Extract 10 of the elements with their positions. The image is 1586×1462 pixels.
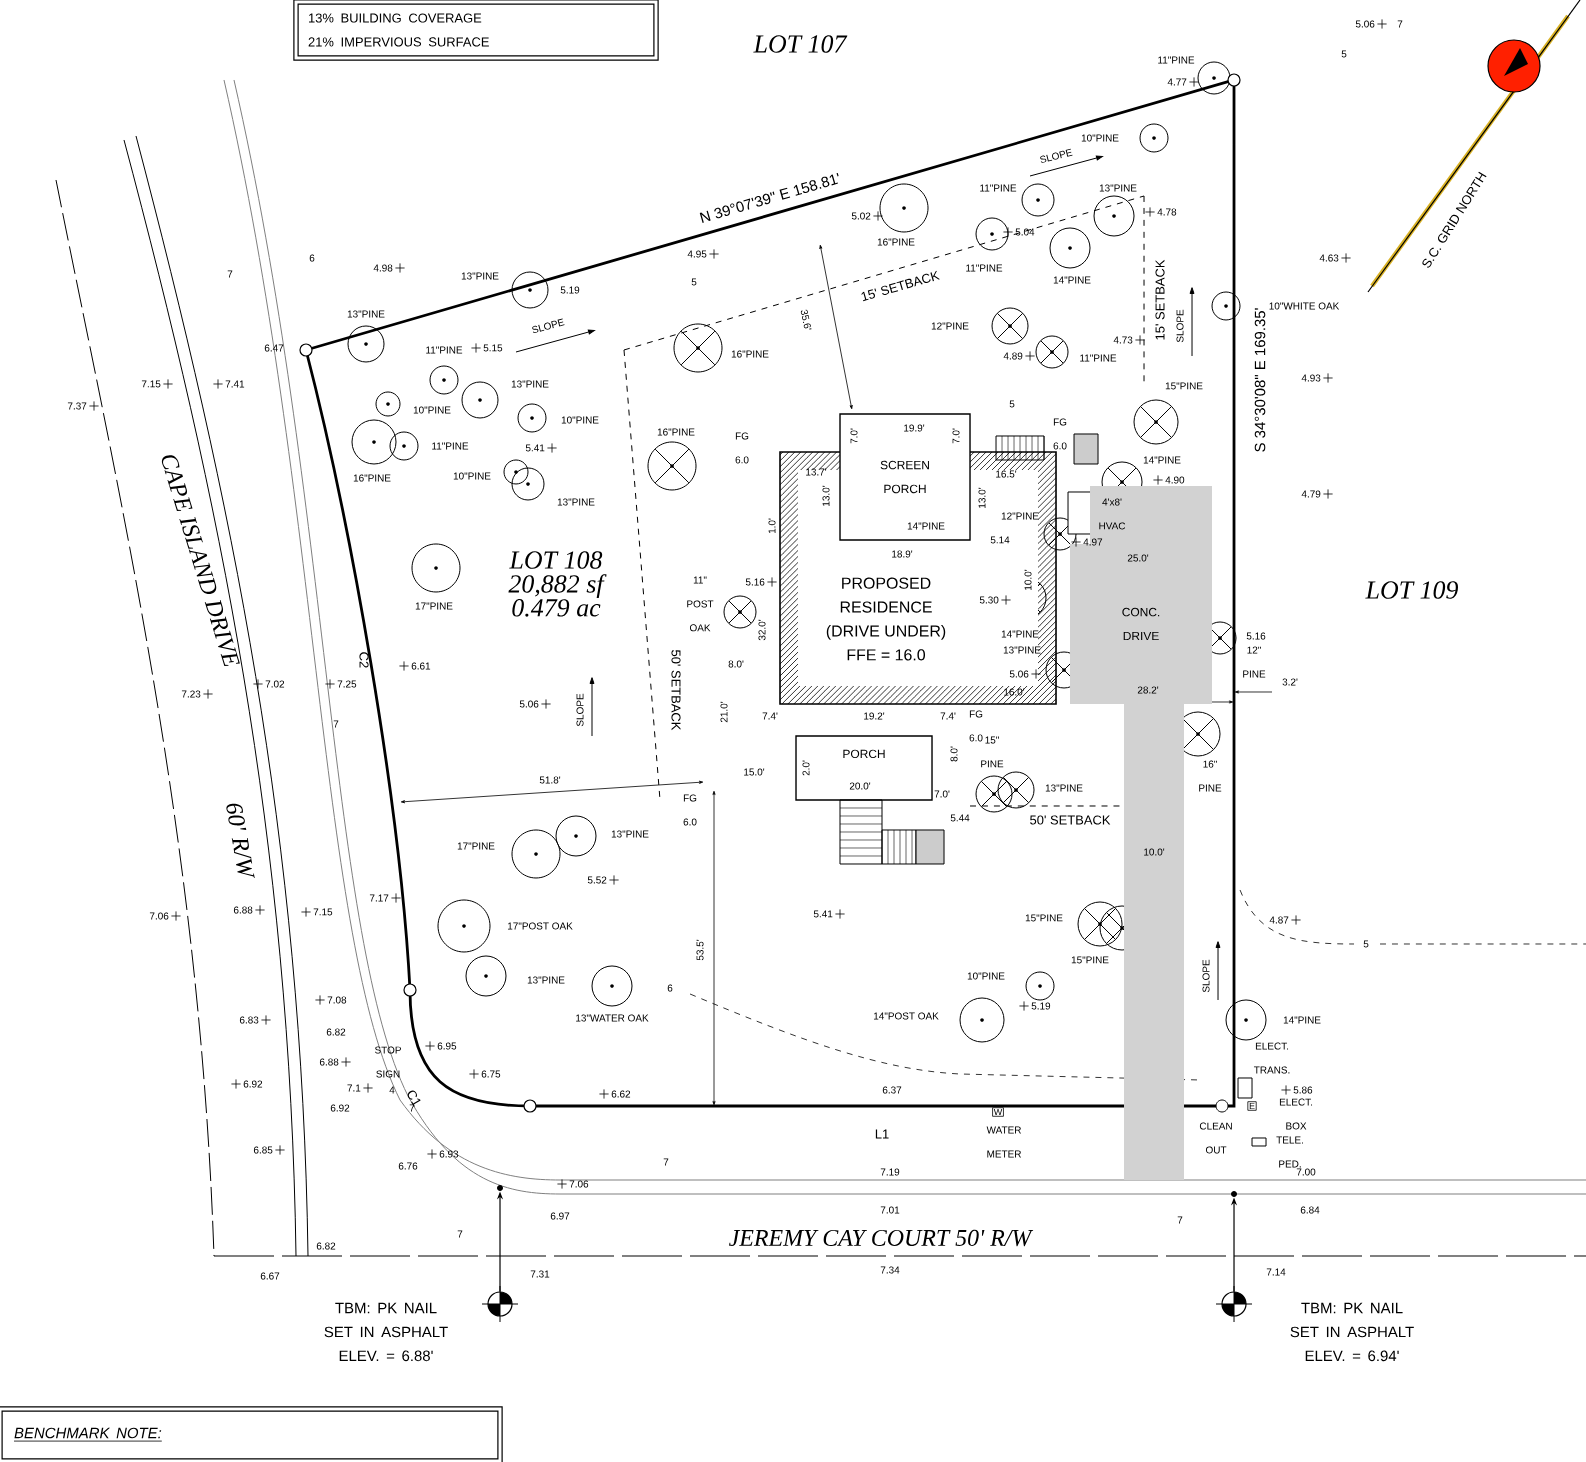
lot-label: LOT 109	[1365, 581, 1458, 599]
nail-point	[1231, 1191, 1237, 1197]
street-label: 60' R/W	[226, 803, 255, 878]
benchmark-symbol	[1215, 1285, 1253, 1323]
benchmark-symbol	[481, 1285, 519, 1323]
nail-point	[497, 1185, 503, 1191]
lot-label: LOT 107	[753, 35, 848, 53]
street-label: CAPE ISLAND DRIVE	[161, 455, 240, 667]
lot-label: LOT 108 20,882 sf 0.479 ac	[508, 551, 607, 617]
street-label: JEREMY CAY COURT 50' R/W	[729, 1229, 1034, 1247]
